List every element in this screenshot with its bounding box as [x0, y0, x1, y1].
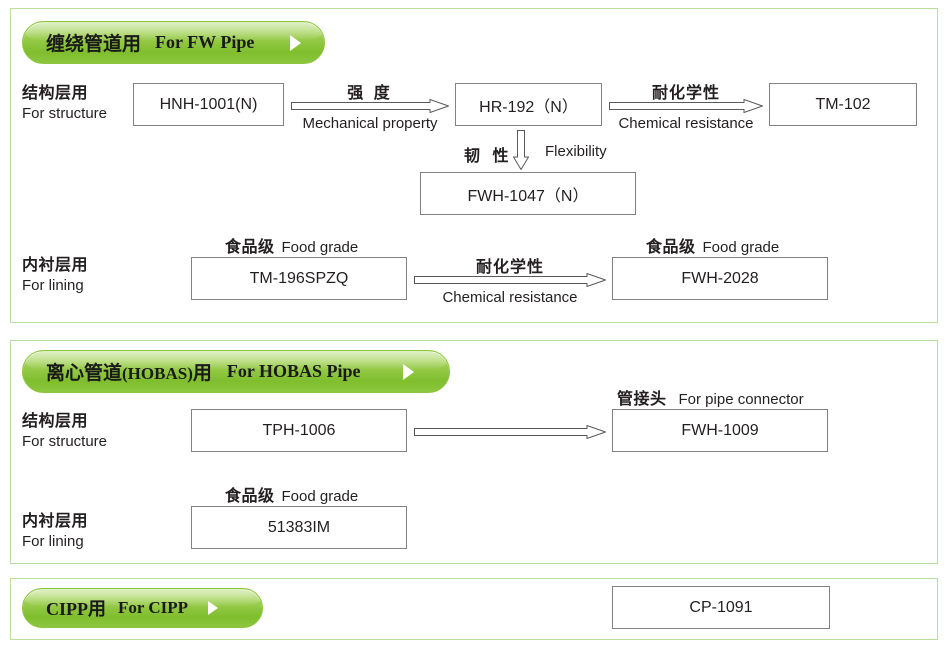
arrow-sublabel-chemical-resistance-2: Chemical resistance [412, 289, 608, 306]
section-header-hobas-cn-main: 离心管道 [46, 363, 123, 384]
play-triangle-icon [402, 363, 414, 380]
arrow-right-plain [414, 425, 606, 439]
row-label-fw-lining: 内衬层用 For lining [22, 256, 88, 296]
row-label-hobas-structure-en: For structure [22, 433, 108, 451]
product-box-cp-1091[interactable]: CP-1091 [612, 586, 830, 629]
play-triangle-icon [208, 601, 219, 615]
box-caption-food-grade-3: 食品级 Food grade [225, 482, 358, 506]
arrow-label-chemical-resistance-1-cn: 耐化学性 [651, 85, 720, 102]
row-label-hobas-lining-cn: 内衬层用 [22, 513, 89, 530]
arrow-label-flexibility-cn: 韧 性 [464, 148, 513, 165]
box-caption-pipe-connector-en: For pipe connector [678, 391, 804, 408]
box-caption-food-grade-1-cn: 食品级 [225, 239, 275, 256]
section-header-hobas-cn-paren: (HOBAS) [122, 364, 193, 383]
product-box-hnh-1001[interactable]: HNH-1001(N) [133, 83, 284, 126]
row-label-hobas-structure-cn: 结构层用 [22, 413, 89, 430]
section-header-hobas-pipe-en: For HOBAS Pipe [226, 361, 361, 381]
arrow-label-flexibility-en: Flexibility [545, 143, 607, 160]
arrow-sublabel-mechanical-property: Mechanical property [291, 115, 449, 132]
product-box-fwh-2028[interactable]: FWH-2028 [612, 257, 828, 300]
row-label-fw-lining-en: For lining [22, 277, 84, 295]
section-header-cipp-cn: CIPP用 [46, 599, 106, 619]
row-label-fw-lining-cn: 内衬层用 [22, 257, 89, 274]
section-header-hobas-cn-tail: 用 [192, 363, 212, 384]
product-box-tph-1006[interactable]: TPH-1006 [191, 409, 407, 452]
box-caption-food-grade-2-cn: 食品级 [646, 239, 696, 256]
box-caption-food-grade-2-en: Food grade [702, 239, 780, 256]
row-label-fw-structure-cn: 结构层用 [22, 85, 89, 102]
arrow-right-chemical-resistance-1 [609, 99, 763, 113]
arrow-label-chemical-resistance-2: 耐化学性 [412, 253, 608, 277]
row-label-hobas-lining: 内衬层用 For lining [22, 512, 88, 552]
play-triangle-icon [290, 34, 302, 51]
row-label-hobas-lining-en: For lining [22, 533, 84, 551]
box-caption-food-grade-1-en: Food grade [281, 239, 359, 256]
arrow-label-mechanical-property-en: Mechanical property [302, 115, 438, 132]
box-caption-food-grade-2: 食品级 Food grade [646, 233, 779, 257]
arrow-label-chemical-resistance-1: 耐化学性 [606, 79, 766, 103]
arrow-label-chemical-resistance-2-cn: 耐化学性 [475, 259, 544, 276]
arrow-down-flexibility [513, 130, 529, 170]
section-header-fw-pipe-cn: 缠绕管道用 [46, 34, 142, 55]
box-caption-food-grade-1: 食品级 Food grade [225, 233, 358, 257]
section-header-fw-pipe[interactable]: 缠绕管道用 For FW Pipe [22, 21, 325, 64]
box-caption-food-grade-3-cn: 食品级 [225, 488, 275, 505]
product-box-51383im[interactable]: 51383IM [191, 506, 407, 549]
product-box-hr-192[interactable]: HR-192（N） [455, 83, 602, 126]
row-label-fw-structure: 结构层用 For structure [22, 84, 107, 124]
row-label-hobas-structure: 结构层用 For structure [22, 412, 107, 452]
arrow-label-chemical-resistance-2-en: Chemical resistance [442, 289, 578, 306]
section-header-hobas-pipe[interactable]: 离心管道(HOBAS)用 For HOBAS Pipe [22, 350, 450, 393]
product-box-fwh-1009[interactable]: FWH-1009 [612, 409, 828, 452]
box-caption-food-grade-3-en: Food grade [281, 488, 359, 505]
arrow-label-chemical-resistance-1-en: Chemical resistance [618, 115, 754, 132]
arrow-label-mechanical-property-cn: 强 度 [347, 85, 393, 102]
product-box-fwh-1047[interactable]: FWH-1047（N） [420, 172, 636, 215]
row-label-fw-structure-en: For structure [22, 105, 108, 123]
arrow-sublabel-chemical-resistance-1: Chemical resistance [606, 115, 766, 132]
arrow-label-mechanical-property: 强 度 [291, 79, 449, 103]
arrow-right-chemical-resistance-2 [414, 273, 606, 287]
product-box-tm-196spzq[interactable]: TM-196SPZQ [191, 257, 407, 300]
section-header-cipp-en: For CIPP [118, 598, 189, 617]
box-caption-pipe-connector-cn: 管接头 [617, 391, 667, 408]
product-box-tm-102[interactable]: TM-102 [769, 83, 917, 126]
section-header-cipp[interactable]: CIPP用 For CIPP [22, 588, 263, 628]
section-header-hobas-pipe-cn: 离心管道(HOBAS)用 [46, 358, 212, 385]
section-header-fw-pipe-en: For FW Pipe [155, 32, 255, 52]
arrow-right-mechanical-property [291, 99, 449, 113]
box-caption-pipe-connector: 管接头 For pipe connector [617, 385, 804, 409]
